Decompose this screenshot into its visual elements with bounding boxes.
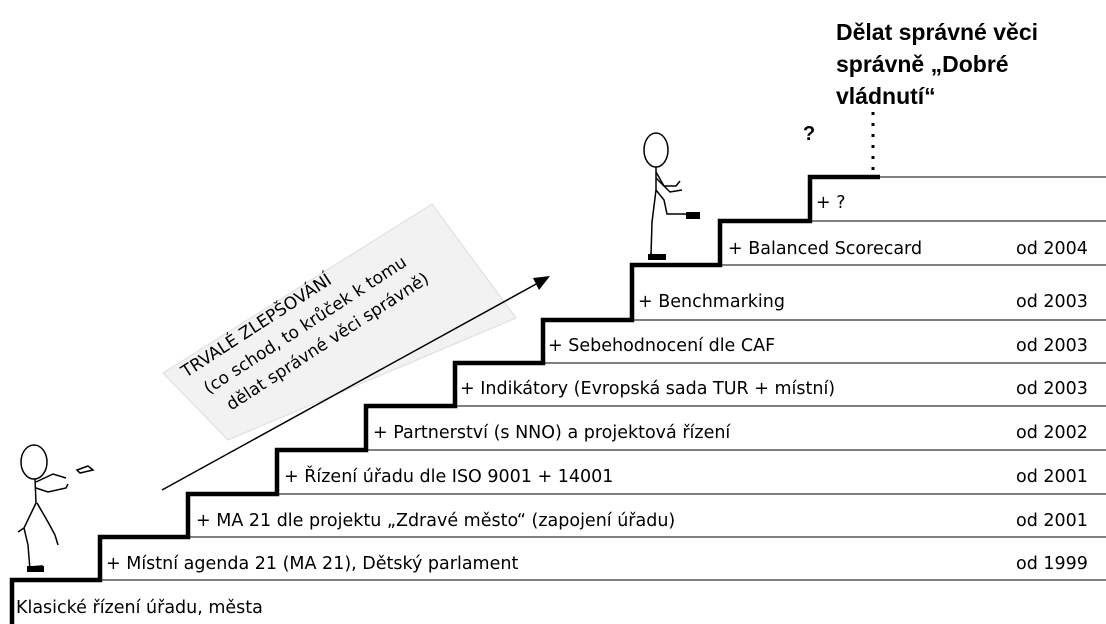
goal-line-2: správně „Dobré — [836, 51, 1009, 77]
step-label-3: + Řízení úřadu dle ISO 9001 + 14001 — [284, 465, 613, 487]
goal-line-3: vládnutí“ — [836, 83, 936, 109]
improvement-banner: TRVALÉ ZLEPŠOVÁNÍ (co schod, to krůček k… — [162, 203, 517, 441]
step-label-5: + Indikátory (Evropská sada TUR + místní… — [460, 379, 835, 399]
top-figure-foot-back — [648, 254, 666, 260]
step-labels: Klasické řízení úřadu, města + Místní ag… — [16, 193, 922, 618]
step-label-4: + Partnerství (s NNO) a projektová řízen… — [373, 423, 731, 443]
year-label-6: od 2003 — [1016, 336, 1088, 356]
stick-figure-top — [643, 132, 694, 259]
step-label-9: + ? — [816, 193, 846, 213]
year-label-7: od 2003 — [1016, 292, 1088, 312]
year-label-3: od 2001 — [1016, 467, 1088, 487]
year-label-5: od 2003 — [1016, 379, 1088, 399]
year-label-2: od 2001 — [1016, 511, 1088, 531]
year-labels: od 1999 od 2001 od 2001 od 2002 od 2003 … — [1016, 239, 1088, 574]
bottom-figure-foot — [27, 566, 44, 572]
step-label-6: + Sebehodnocení dle CAF — [548, 336, 775, 356]
top-figure-foot-front — [686, 212, 700, 219]
step-label-0: Klasické řízení úřadu, města — [16, 598, 263, 618]
row-separators — [100, 176, 1106, 581]
step-label-1: + Místní agenda 21 (MA 21), Dětský parla… — [106, 554, 518, 574]
banner-shadow — [162, 203, 517, 441]
question-mark: ? — [803, 123, 815, 145]
trend-arrow — [161, 276, 550, 491]
year-label-8: od 2004 — [1016, 239, 1088, 259]
goal-text: Dělat správné věci správně „Dobré vládnu… — [836, 19, 1038, 109]
stick-figure-bottom — [17, 444, 95, 572]
year-label-4: od 2002 — [1016, 423, 1088, 443]
year-label-1: od 1999 — [1016, 554, 1088, 574]
goal-line-1: Dělat správné věci — [836, 19, 1038, 45]
step-label-7: + Benchmarking — [638, 292, 785, 312]
step-label-2: + MA 21 dle projektu „Zdravé město“ (zap… — [196, 511, 675, 531]
step-label-8: + Balanced Scorecard — [728, 239, 922, 259]
